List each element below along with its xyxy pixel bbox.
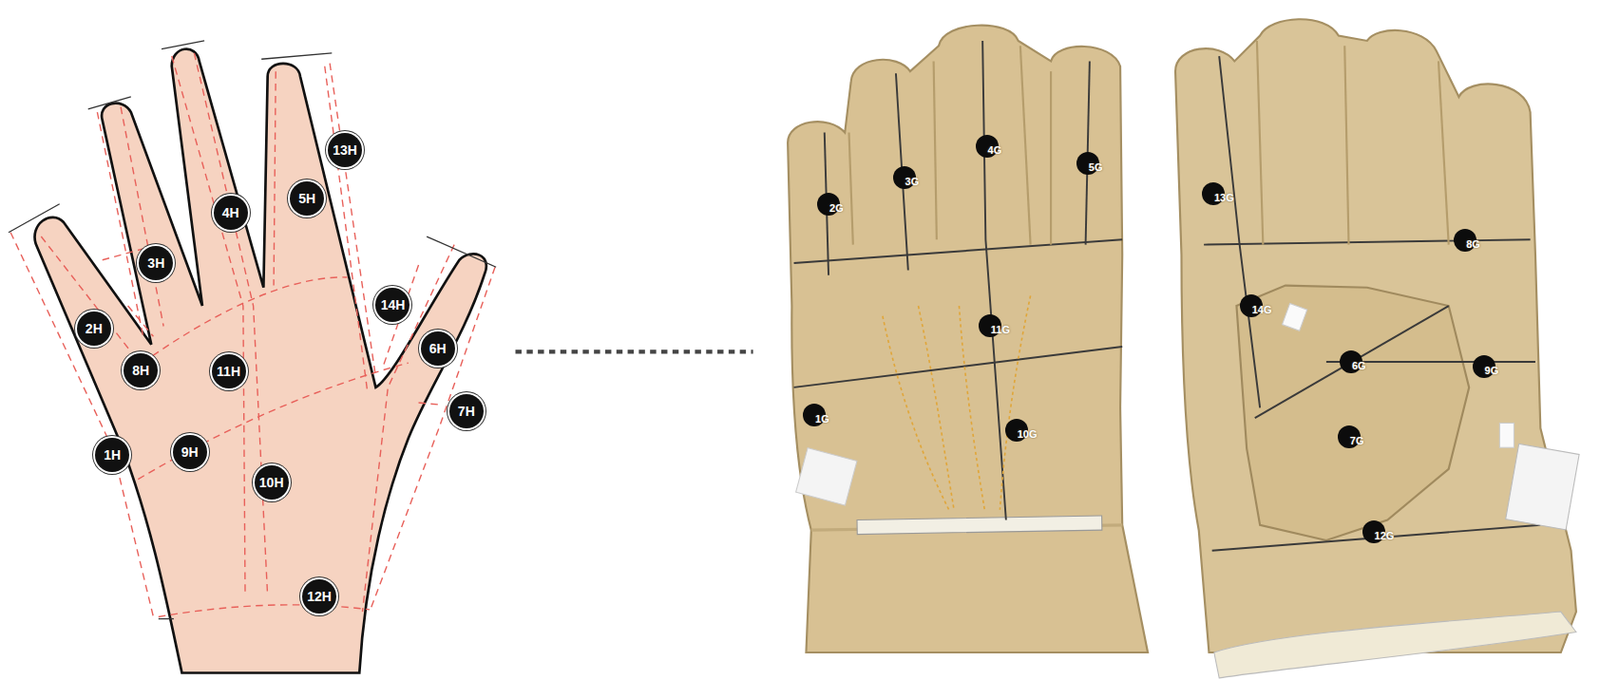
- measure-point: 3G: [893, 166, 916, 190]
- callout-number: 2G: [829, 202, 844, 214]
- callout-number: 4G: [988, 144, 1003, 156]
- callout-number: 3G: [905, 175, 920, 188]
- callout-circle: 8H: [123, 353, 158, 388]
- callout-number: 11G: [990, 323, 1010, 336]
- measure-point: 8G: [1453, 228, 1477, 252]
- dotted-connector: [515, 349, 754, 354]
- measure-point: 1G: [802, 403, 826, 427]
- callout-circle: 1H: [95, 438, 130, 473]
- callout-number: 9G: [1485, 364, 1500, 377]
- callout-number: 11H: [216, 363, 241, 380]
- measure-point: 2G: [817, 192, 840, 216]
- callout-number: 7H: [457, 403, 476, 420]
- callout-number: 13G: [1214, 191, 1235, 204]
- hand-illustration: [8, 40, 496, 674]
- measure-point: 6G: [1339, 350, 1363, 374]
- callout-circle: 7H: [449, 394, 484, 429]
- measure-point: 5G: [1076, 152, 1100, 175]
- callout-circle: 9H: [172, 435, 208, 470]
- measure-point: 12G: [1362, 520, 1386, 544]
- callout-number: 12H: [306, 589, 332, 605]
- callout-number: 12G: [1374, 530, 1395, 542]
- callout-number: 4H: [222, 205, 240, 221]
- measure-point: 7G: [1337, 425, 1361, 449]
- callout-circle: 11H: [211, 354, 247, 389]
- callout-circle: 10H: [254, 465, 289, 500]
- callout-number: 5H: [298, 190, 316, 207]
- callout-circle: 13H: [327, 133, 362, 168]
- glove-palm: [1175, 19, 1580, 679]
- callout-number: 3H: [147, 255, 165, 271]
- measure-point: 13G: [1201, 182, 1225, 206]
- callout-number: 1H: [103, 447, 121, 463]
- measure-point: 10G: [1005, 419, 1029, 442]
- measure-point: 4G: [975, 134, 999, 158]
- callout-circle: 6H: [420, 331, 456, 366]
- callout-number: 8G: [1466, 238, 1481, 250]
- callout-number: 6G: [1352, 360, 1367, 372]
- callout-number: 14G: [1252, 304, 1273, 316]
- callout-number: 13H: [332, 142, 358, 158]
- callout-number: 10G: [1017, 428, 1038, 440]
- callout-circle: 14H: [375, 287, 410, 323]
- callout-circle: 4H: [213, 195, 248, 230]
- callout-number: 14H: [380, 297, 406, 313]
- callout-number: 6H: [429, 341, 447, 357]
- measure-point: 9G: [1472, 355, 1496, 379]
- callout-number: 1G: [815, 413, 830, 425]
- callout-circle: 2H: [76, 311, 112, 346]
- callout-number: 9H: [181, 444, 199, 460]
- glove-back: [787, 25, 1148, 653]
- callout-number: 5G: [1088, 161, 1104, 173]
- callout-number: 10H: [259, 475, 285, 491]
- measure-point: 14G: [1239, 294, 1263, 318]
- callout-number: 2H: [85, 321, 103, 337]
- callout-number: 7G: [1350, 435, 1365, 447]
- callout-number: 8H: [132, 362, 150, 379]
- measure-point: 11G: [978, 314, 1002, 338]
